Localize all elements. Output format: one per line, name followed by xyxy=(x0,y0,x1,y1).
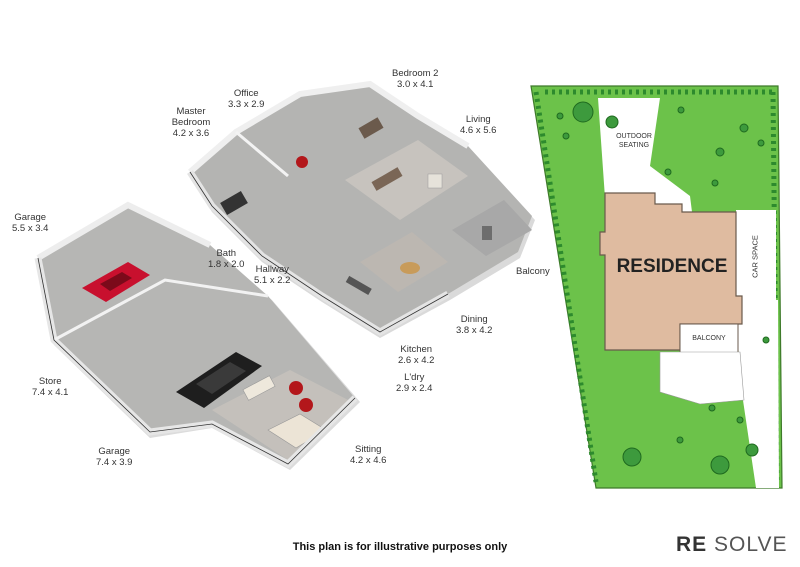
front-steps xyxy=(659,351,745,405)
balcony-footprint xyxy=(679,323,739,357)
upper-level-outline xyxy=(189,171,449,333)
site-plan xyxy=(530,85,783,489)
living-floor xyxy=(345,140,468,220)
office-chair xyxy=(296,156,308,168)
isometric-floorplan xyxy=(34,80,535,470)
upper-level-walls xyxy=(188,80,470,175)
room-label-balcony: Balcony xyxy=(516,266,550,277)
living-sofa xyxy=(371,167,403,191)
lower-level-outline xyxy=(37,257,356,465)
outdoor-seating-area xyxy=(598,98,692,212)
upper-level-inner-walls xyxy=(235,130,289,178)
disclaimer-text: This plan is for illustrative purposes o… xyxy=(292,541,508,553)
residence-footprint xyxy=(599,192,743,351)
bedroom2-bed xyxy=(358,117,384,139)
brand-logo-bold: RE xyxy=(676,533,708,556)
brand-logo: RE SOLVE xyxy=(676,533,788,557)
master-bed xyxy=(220,190,248,216)
car-space xyxy=(736,210,776,304)
lower-level-inner-walls xyxy=(53,278,269,342)
balcony-site-label: BALCONY xyxy=(692,335,726,342)
sofa xyxy=(242,375,276,401)
brand-logo-rest: SOLVE xyxy=(714,533,788,556)
driveway xyxy=(736,300,779,488)
kitchen-bench xyxy=(345,275,372,295)
red-car xyxy=(82,262,150,302)
armchair-2 xyxy=(299,398,313,412)
dining-floor xyxy=(360,232,448,292)
trees xyxy=(556,101,770,475)
car-space-label: CAR SPACE xyxy=(750,235,760,278)
lower-level-walls xyxy=(36,201,212,261)
hedge-border xyxy=(533,89,780,483)
dining-table xyxy=(400,262,420,274)
black-car xyxy=(176,352,262,408)
balcony-table xyxy=(482,226,492,240)
upper-level-floor xyxy=(190,84,532,332)
armchair-1 xyxy=(289,381,303,395)
living-chair xyxy=(427,173,443,189)
residence-label: RESIDENCE xyxy=(616,256,728,277)
